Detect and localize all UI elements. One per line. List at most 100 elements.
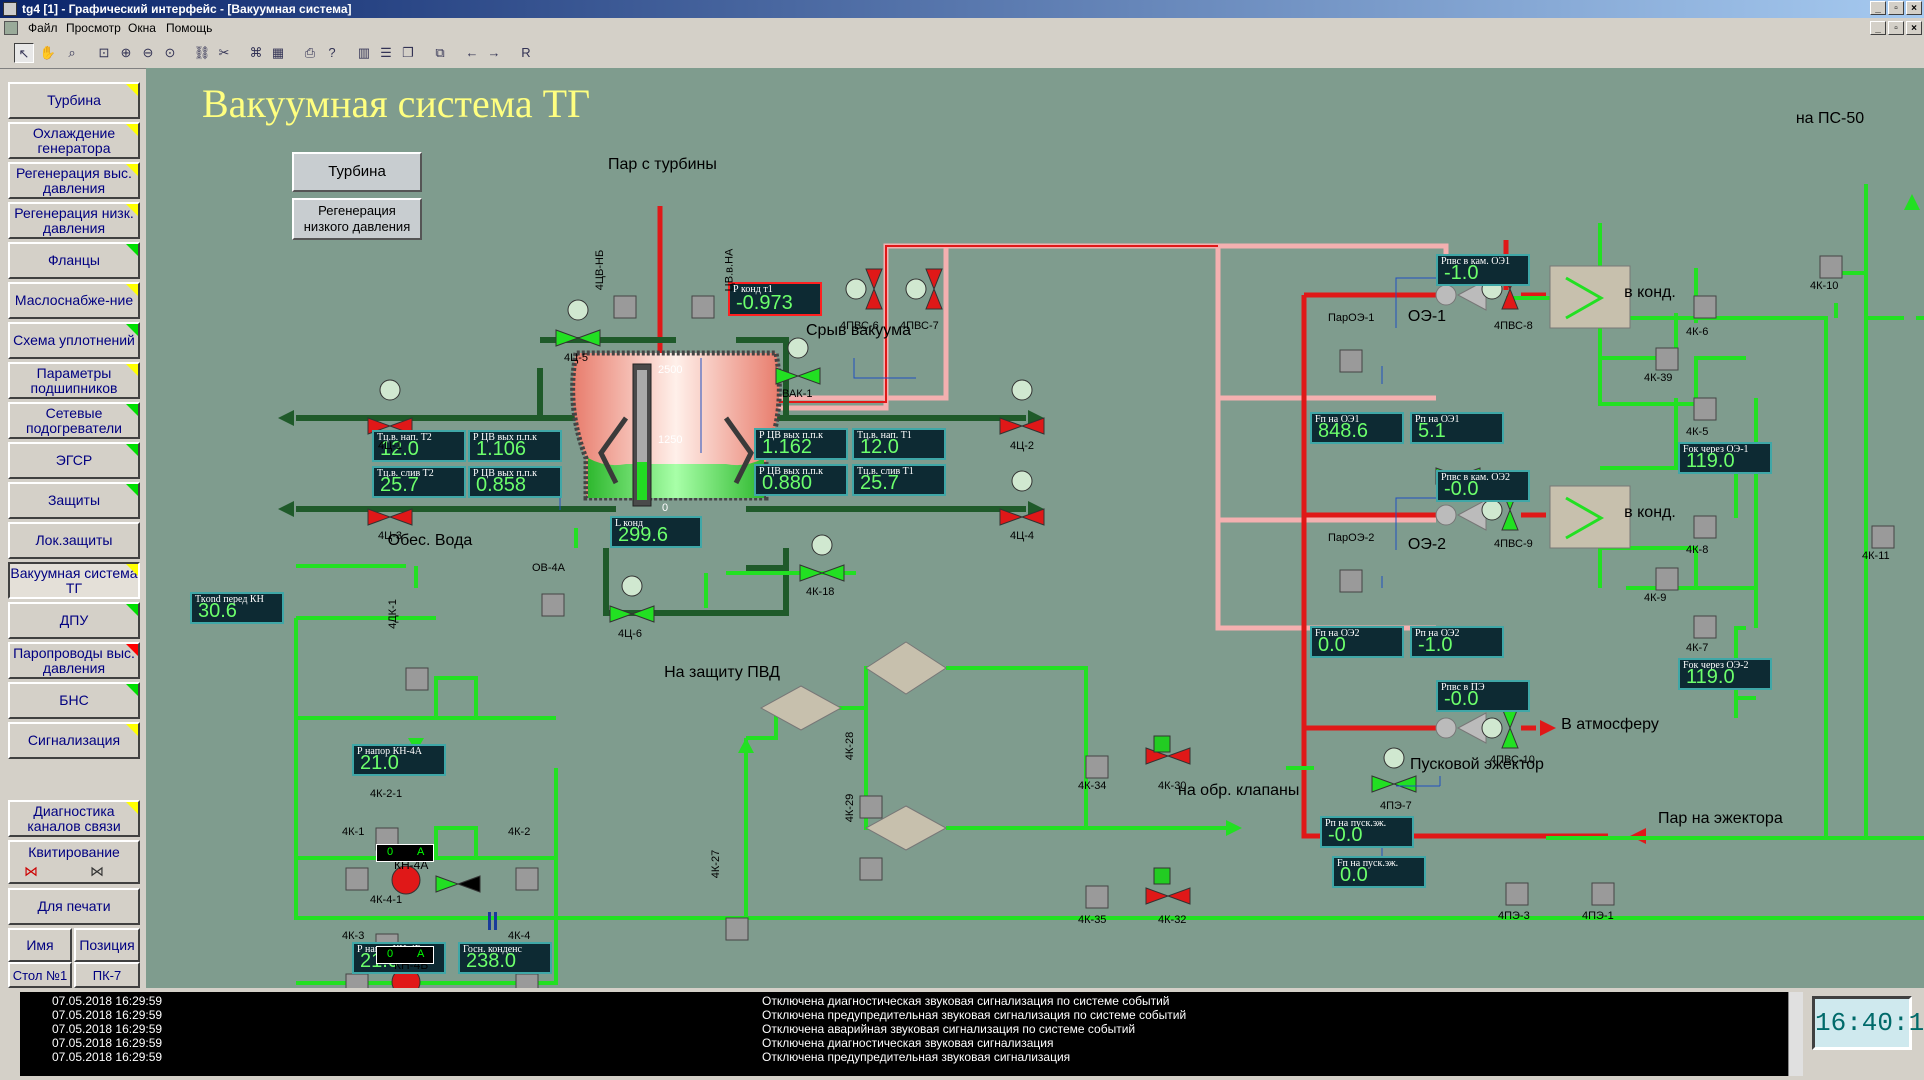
restore-icon[interactable]: ▫ [1888,1,1904,15]
tag[interactable]: ПарОЭ-2 [1328,532,1375,544]
tag[interactable]: 4Ц-4 [1010,530,1035,542]
nav-vacuum[interactable]: Вакуумная система ТГ [8,562,140,599]
zoom-in-icon[interactable]: ⊕ [120,45,132,60]
nav-turbine[interactable]: Турбина [8,82,140,119]
tag[interactable]: 4К-32 [1158,914,1187,926]
binoculars-icon[interactable]: ⌘ [249,45,263,60]
tag[interactable]: 4ПВС-10 [1490,754,1535,766]
link-icon[interactable]: ⛓ [193,45,211,60]
tag[interactable]: ВАК-1 [782,388,813,400]
nav-protection[interactable]: Защиты [8,482,140,519]
child-minimize-icon[interactable]: _ [1870,21,1886,35]
tag[interactable]: 4К-4 [508,930,531,942]
tag[interactable]: 4К-8 [1686,544,1709,556]
magnifier-icon[interactable]: ⌕ [68,45,76,60]
tag[interactable]: 4ЦВ-НБ [594,249,607,291]
ack-button[interactable]: Квитирование ⋈ ⋈ [8,840,140,884]
tag[interactable]: ПарОЭ-1 [1328,312,1375,324]
nav-hp-steam[interactable]: Паропроводы выс. давления [8,642,140,679]
tag[interactable]: 4ПВС-8 [1494,320,1533,332]
nav-gen-cooling[interactable]: Охлаждение генератора [8,122,140,159]
tag[interactable]: 4ДК-1 [386,599,399,629]
grid-icon[interactable]: ▦ [271,45,285,60]
rows-icon[interactable]: ☰ [380,45,392,60]
tag[interactable]: 4К-5 [1686,426,1709,438]
minimize-icon[interactable]: _ [1870,1,1886,15]
tag[interactable]: 4К-28 [844,731,857,761]
tag[interactable]: ОВ-4А [532,562,566,574]
tag[interactable]: 4ПВС-7 [900,320,939,332]
child-restore-icon[interactable]: ▫ [1888,21,1904,35]
back-icon[interactable]: ← [465,45,479,60]
tag[interactable]: 4Ц-3 [378,530,403,542]
tag[interactable]: 4К-9 [1644,592,1667,604]
tag[interactable]: 4ПВС-9 [1494,538,1533,550]
layout-icon[interactable]: ▥ [357,45,371,60]
r-icon[interactable]: R [521,45,531,60]
tag[interactable]: 4К-7 [1686,642,1709,654]
menu-help[interactable]: Помощь [166,21,213,35]
help-icon[interactable]: ? [328,45,336,60]
zoom-icon[interactable]: ⊙ [164,45,176,60]
tag[interactable]: 4К-29 [844,793,857,823]
nav-bearings[interactable]: Параметры подшипников [8,362,140,399]
tag[interactable]: 4Ц-1 [378,440,403,452]
fit-icon[interactable]: ⊡ [98,45,110,60]
nav-flanges[interactable]: Фланцы [8,242,140,279]
nav-bns[interactable]: БНС [8,682,140,719]
tag[interactable]: 4ПЭ-1 [1582,910,1614,922]
tag[interactable]: 4К-30 [1158,780,1187,792]
nav-heaters[interactable]: Сетевые подогреватели [8,402,140,439]
tag[interactable]: 4К-4-1 [370,894,403,906]
tag[interactable]: 4К-11 [1862,550,1890,562]
tag[interactable]: 4К-18 [806,586,835,598]
tag[interactable]: 4ПЭ-7 [1380,800,1412,812]
menu-windows[interactable]: Окна [128,21,156,35]
close-icon[interactable]: × [1906,1,1922,15]
nav-oil[interactable]: Маслоснабже-ние [8,282,140,319]
tag[interactable]: 4ПЭ-3 [1498,910,1530,922]
tag[interactable]: 4К-1 [342,826,365,838]
tag[interactable]: 4К-10 [1810,280,1839,292]
tag[interactable]: ЦВ.в.НА [723,248,736,292]
nav-diagnostics[interactable]: Диагностика каналов связи [8,800,140,837]
tag[interactable]: 4К-3 [342,930,365,942]
link-lp-regen[interactable]: Регенерация низкого давления [292,198,422,240]
tag[interactable]: 4К-27 [710,849,723,879]
tag[interactable]: 4К-2-1 [370,788,403,800]
nav-dpu[interactable]: ДПУ [8,602,140,639]
tag[interactable]: 4ПВС-6 [840,320,879,332]
tag[interactable]: 4К-39 [1644,372,1673,384]
nav-egsr[interactable]: ЭГСР [8,442,140,479]
tag[interactable]: 4Ц-5 [564,352,589,364]
menu-file[interactable]: Файл [28,21,58,35]
child-close-icon[interactable]: × [1906,21,1922,35]
log-scrollbar[interactable] [1788,992,1803,1076]
tag[interactable]: 4Ц-2 [1010,440,1035,452]
print-icon[interactable]: ⎙ [304,45,316,60]
window-icon[interactable]: ⧉ [435,45,445,60]
name-button[interactable]: Имя [8,928,72,962]
tag[interactable]: 4Ц-6 [618,628,643,640]
tag[interactable]: 4К-6 [1686,326,1709,338]
link-turbine[interactable]: Турбина [292,152,422,192]
pointer-icon[interactable]: ↖ [14,43,34,63]
tag[interactable]: 4К-35 [1078,914,1107,926]
nav-signal[interactable]: Сигнализация [8,722,140,759]
forward-icon[interactable]: → [487,45,501,60]
nav-lp-regen[interactable]: Регенерация низк. давления [8,202,140,239]
cascade-icon[interactable]: ❐ [402,45,414,60]
nav-seals[interactable]: Схема уплотнений [8,322,140,359]
position-button[interactable]: Позиция [74,928,140,962]
nav-local-protection[interactable]: Лок.защиты [8,522,140,559]
unlink-icon[interactable]: ✂ [218,45,230,60]
zoom-out-icon[interactable]: ⊖ [142,45,154,60]
nav-hp-regen[interactable]: Регенерация выс. давления [8,162,140,199]
tag[interactable]: 4К-2 [508,826,531,838]
menu-view[interactable]: Просмотр [66,21,121,35]
